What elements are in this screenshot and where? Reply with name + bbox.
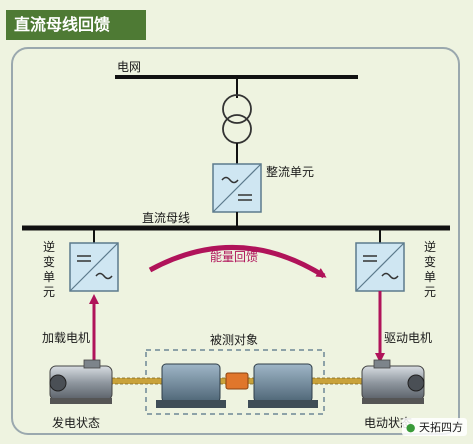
drive-motor-icon xyxy=(361,359,425,404)
rectifier-unit-icon xyxy=(212,163,262,213)
left-inverter-label: 逆变单元 xyxy=(42,240,55,299)
grid-label: 电网 xyxy=(117,60,142,74)
test-object-label: 被测对象 xyxy=(210,333,259,347)
wechat-icon: ● xyxy=(405,421,416,434)
transformer-icon xyxy=(222,94,252,144)
left-inverter-icon xyxy=(69,242,119,292)
motoring-state-label: 电动状态 xyxy=(364,416,413,430)
diagram-title: 直流母线回馈 xyxy=(6,10,146,40)
right-inverter-label: 逆变单元 xyxy=(423,240,436,299)
energy-feedback-label: 能量回馈 xyxy=(210,250,259,264)
system-frame xyxy=(11,47,460,435)
load-motor-label: 加载电机 xyxy=(42,331,91,345)
watermark-badge: ● 天拓四方 xyxy=(401,418,467,436)
rectifier-label: 整流单元 xyxy=(266,165,315,179)
energy-feedback-arrow xyxy=(148,245,327,279)
watermark-text: 天拓四方 xyxy=(419,421,463,434)
generating-state-label: 发电状态 xyxy=(52,416,101,430)
drive-motor-label: 驱动电机 xyxy=(384,331,433,345)
test-object-icon xyxy=(156,363,318,408)
right-inverter-icon xyxy=(355,242,405,292)
load-motor-icon xyxy=(49,359,113,404)
dc-bus-label: 直流母线 xyxy=(142,211,191,225)
